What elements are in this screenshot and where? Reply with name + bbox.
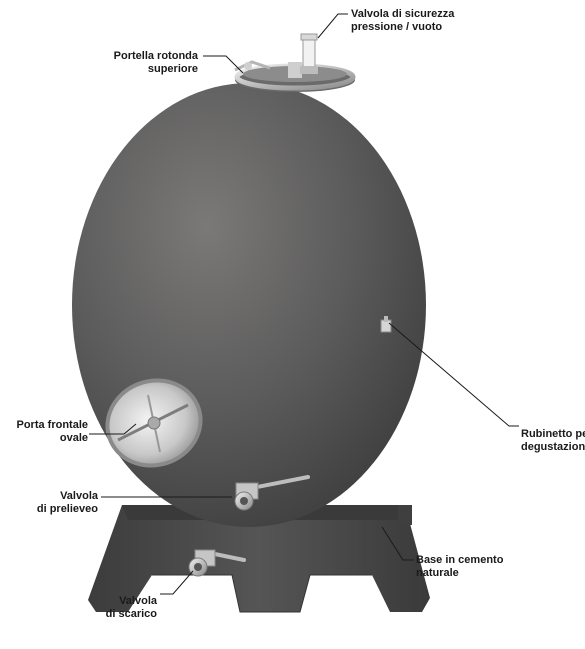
label-top-door-line2: superiore bbox=[114, 63, 198, 76]
tank-sphere bbox=[72, 83, 426, 527]
label-tasting-tap-line1: Rubinetto per bbox=[521, 428, 585, 441]
label-front-door-line2: ovale bbox=[16, 432, 88, 445]
safety-valve bbox=[300, 34, 318, 74]
label-tasting-tap-line2: degustazione bbox=[521, 441, 585, 454]
base-right-block bbox=[398, 505, 412, 525]
label-concrete-base-line1: Base in cemento bbox=[416, 554, 503, 567]
label-sampling-valve-line1: Valvola bbox=[37, 490, 98, 503]
top-manway bbox=[235, 62, 355, 92]
label-sampling-valve: Valvola di prelieveo bbox=[37, 490, 98, 516]
label-safety-valve: Valvola di sicurezza pressione / vuoto bbox=[351, 8, 454, 34]
label-front-door-line1: Porta frontale bbox=[16, 419, 88, 432]
label-tasting-tap: Rubinetto per degustazione bbox=[521, 428, 585, 454]
label-safety-valve-line1: Valvola di sicurezza bbox=[351, 8, 454, 21]
label-sampling-valve-line2: di prelieveo bbox=[37, 503, 98, 516]
leader-safety-valve bbox=[318, 14, 348, 38]
label-front-door: Porta frontale ovale bbox=[16, 419, 88, 445]
label-drain-valve-line2: di scarico bbox=[106, 608, 157, 621]
label-concrete-base-line2: naturale bbox=[416, 567, 503, 580]
label-drain-valve-line1: Valvola bbox=[106, 595, 157, 608]
label-top-door: Portella rotonda superiore bbox=[114, 50, 198, 76]
label-concrete-base: Base in cemento naturale bbox=[416, 554, 503, 580]
label-top-door-line1: Portella rotonda bbox=[114, 50, 198, 63]
label-safety-valve-line2: pressione / vuoto bbox=[351, 21, 454, 34]
label-drain-valve: Valvola di scarico bbox=[106, 595, 157, 621]
